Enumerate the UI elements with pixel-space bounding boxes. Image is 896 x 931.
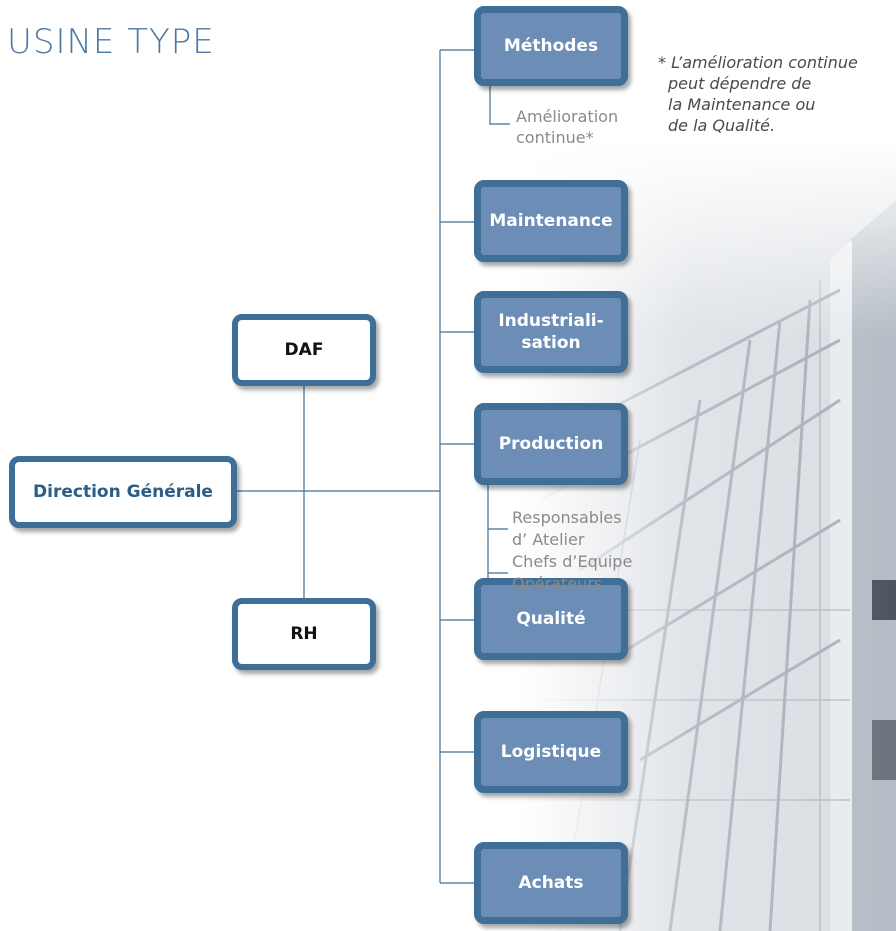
responsables-label: Responsables	[512, 508, 622, 527]
qualite-label: Qualité	[516, 609, 586, 629]
footnote: * L’amélioration continue peut dépendre …	[658, 52, 896, 136]
amelioration-continue-label: Amélioration continue*	[516, 106, 618, 148]
production-label: Production	[498, 434, 604, 454]
daf-box: DAF	[232, 314, 376, 386]
achats-box: Achats	[474, 842, 628, 924]
rh-label: RH	[290, 624, 318, 644]
direction-generale-box: Direction Générale	[9, 456, 237, 528]
production-box: Production	[474, 403, 628, 485]
daf-label: DAF	[284, 340, 324, 360]
operateurs-label: Opérateurs	[512, 574, 603, 593]
achats-label: Achats	[518, 873, 584, 893]
atelier-label: d’ Atelier	[512, 530, 585, 549]
maintenance-label: Maintenance	[489, 211, 613, 231]
methodes-box: Méthodes	[474, 6, 628, 86]
methodes-label: Méthodes	[503, 36, 599, 56]
chefs-equipe-label: Chefs d’Equipe	[512, 552, 633, 571]
amelioration-line2: continue*	[516, 128, 594, 147]
industrialisation-label: Industriali- sation	[498, 310, 603, 354]
footnote-line: la Maintenance ou	[668, 95, 816, 114]
page-title: USINE TYPE	[7, 22, 215, 62]
logistique-box: Logistique	[474, 711, 628, 793]
industrialisation-label-line1: Industriali-	[498, 311, 604, 331]
industrialisation-box: Industriali- sation	[474, 291, 628, 373]
direction-generale-label: Direction Générale	[33, 482, 213, 502]
footnote-line: * L’amélioration continue	[658, 53, 858, 72]
footnote-line: de la Qualité.	[668, 116, 776, 135]
production-sub-roles: Responsables d’ Atelier Chefs d’Equipe O…	[512, 507, 632, 595]
amelioration-line1: Amélioration	[516, 107, 619, 126]
maintenance-box: Maintenance	[474, 180, 628, 262]
footnote-line: peut dépendre de	[668, 74, 812, 93]
logistique-label: Logistique	[500, 742, 602, 762]
industrialisation-label-line2: sation	[521, 333, 581, 353]
factory-background-image	[520, 140, 896, 931]
rh-box: RH	[232, 598, 376, 670]
qualite-box: Qualité	[474, 578, 628, 660]
connector-amelioration	[489, 82, 510, 125]
